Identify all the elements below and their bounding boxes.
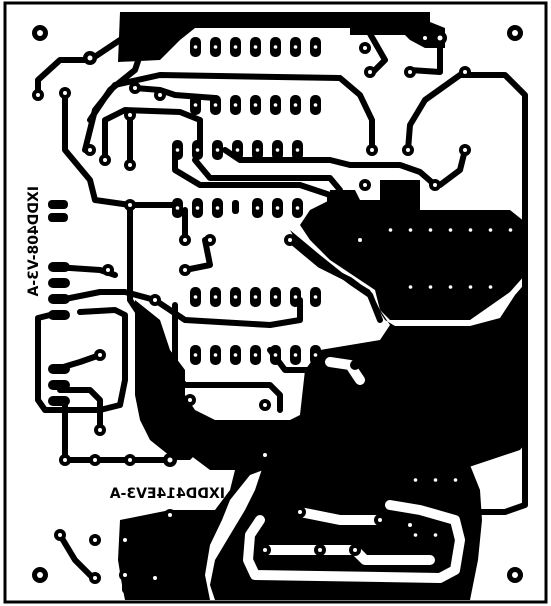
board-label-vertical-group: IXDD408-V3-A <box>26 186 42 297</box>
connector-j1-pads <box>48 200 70 406</box>
board-label-vertical: IXDD408-V3-A <box>26 186 42 297</box>
drill-holes <box>36 30 518 580</box>
board-label-horizontal-group: IXDD414EV3-A <box>110 486 225 502</box>
pad-holes <box>175 45 513 537</box>
clearance-traces <box>205 357 465 583</box>
ic-u2-pads <box>172 140 303 218</box>
board-label-horizontal: IXDD414EV3-A <box>110 486 225 502</box>
